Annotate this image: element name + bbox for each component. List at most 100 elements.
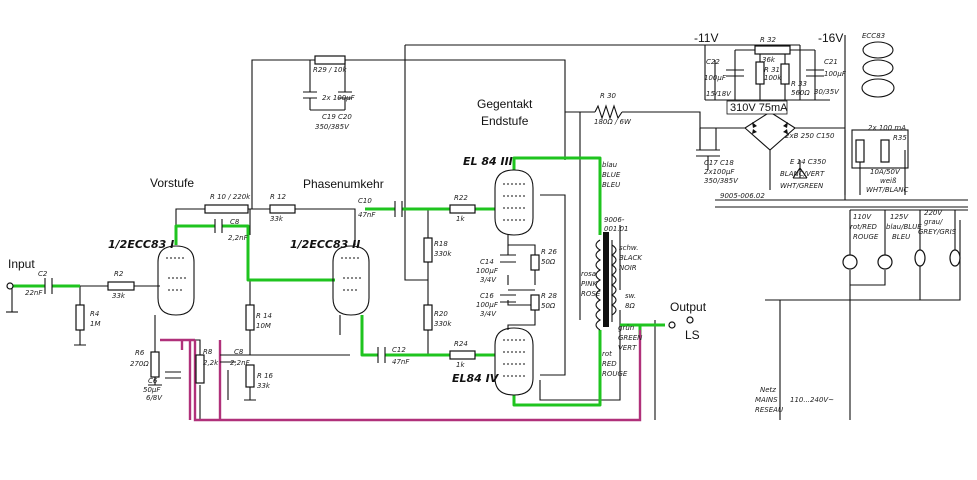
output-transformer-core [603, 232, 609, 327]
part-label: 10M [256, 322, 271, 330]
part-label: 50Ω [541, 302, 556, 310]
part-label: C12 [392, 346, 406, 354]
part-label: R24 [454, 340, 468, 348]
part-label: 8Ω [625, 302, 635, 310]
part-label: R 32 [760, 36, 777, 44]
part-label: Netz [760, 386, 776, 394]
part-label: C8 [234, 348, 244, 356]
part-label: BLANC/VERT [780, 170, 825, 178]
resistor-r24 [449, 350, 476, 360]
part-label: 2,2k [203, 359, 219, 367]
part-label: C10 [358, 197, 372, 205]
tap-1 [842, 254, 858, 270]
part-label: 30/35V [814, 88, 840, 96]
resistor-r20 [423, 304, 433, 331]
part-label: R4 [90, 310, 99, 318]
bridge-rectifier [752, 122, 788, 134]
part-label: R29 / 10k [313, 66, 347, 74]
part-label: WHT/BLANC [866, 186, 909, 194]
part-label: 3/4V [480, 310, 497, 318]
part-label: C6 [148, 377, 158, 385]
part-label: blau [602, 161, 618, 169]
part-label: R6 [135, 349, 145, 357]
part-label: R 33 [791, 80, 807, 88]
label-tube-v2: 1/2ECC83 II [290, 238, 360, 251]
part-label: 33k [112, 292, 126, 300]
part-label: R 10 / 220k [210, 193, 251, 201]
part-label: grau/ [924, 218, 943, 226]
capacitor-c14 [500, 254, 516, 263]
part-label: 1M [90, 320, 101, 328]
tap-2 [877, 254, 893, 270]
part-label: rot [602, 350, 612, 358]
part-label: E 14 C350 [790, 158, 827, 166]
tube-v1 [157, 245, 195, 316]
part-label: R 14 [256, 312, 272, 320]
resistor-r29 [314, 55, 346, 65]
part-label: 10A/50V [870, 168, 901, 176]
part-label: C8 [230, 218, 240, 226]
part-label: 220V [924, 209, 943, 217]
part-label: R20 [434, 310, 448, 318]
part-label: 36k [762, 56, 776, 64]
capacitor-c22 [726, 69, 744, 77]
part-label: 1k [456, 215, 465, 223]
part-label: blau/BLUE [886, 223, 922, 231]
capacitor-c8b [220, 354, 236, 363]
part-label: ROSE [581, 290, 601, 298]
tubes [157, 169, 534, 396]
part-label: BLUE [602, 171, 621, 179]
part-label: VERT [618, 344, 637, 352]
capacitor-c21 [806, 69, 824, 77]
part-label: 33k [257, 382, 271, 390]
part-label: C22 [706, 58, 720, 66]
labels: Input Vorstufe Phasenumkehr Gegentakt En… [8, 31, 957, 414]
part-label: 1k [456, 361, 465, 369]
fuse-1 [855, 139, 865, 163]
capacitor-c16 [500, 294, 516, 303]
part-label: 9006- [604, 216, 625, 224]
tap-3 [914, 249, 926, 267]
label-vorstufe: Vorstufe [150, 176, 194, 190]
label-endstufe: Endstufe [481, 114, 529, 128]
part-label: MAINS [755, 396, 778, 404]
part-label: 100µF [476, 267, 499, 275]
part-label: R35 [893, 134, 907, 142]
output-terminal [668, 321, 676, 329]
part-label: 270Ω [130, 360, 149, 368]
part-label: 33k [270, 215, 284, 223]
resistor-r30 [594, 104, 623, 120]
part-label: ROUGE [602, 370, 628, 378]
part-label: 22nF [25, 289, 43, 297]
part-label: 15/18V [706, 90, 732, 98]
resistor-r12 [269, 204, 296, 214]
resistor-r22 [449, 204, 476, 214]
part-label: 47nF [358, 211, 376, 219]
capacitor-c10 [394, 201, 403, 217]
part-label: C17 C18 [704, 159, 734, 167]
part-label: ROUGE [853, 233, 879, 241]
part-label: 2,2nF [230, 359, 251, 367]
part-label: 6/8V [146, 394, 163, 402]
small-tube-top [862, 41, 894, 59]
part-label: BLACK [619, 254, 643, 262]
black-wiring [6, 35, 968, 420]
hv-box [726, 100, 788, 115]
capacitor-c12 [377, 347, 386, 363]
resistor-r2 [107, 281, 135, 291]
part-label: R 30 [600, 92, 617, 100]
green-signal-path [12, 156, 665, 407]
input-terminal [6, 282, 14, 290]
label-minus-16v: -16V [818, 31, 843, 45]
label-output: Output [670, 300, 707, 314]
part-label: R18 [434, 240, 448, 248]
part-label: weiß [880, 177, 897, 185]
part-label: rot/RED [850, 223, 878, 231]
fuse-block [851, 129, 909, 169]
part-label: schw. [619, 244, 638, 252]
label-tube-v1: 1/2ECC83 I [108, 238, 174, 251]
capacitor-c8 [214, 219, 223, 233]
part-label: R 12 [270, 193, 287, 201]
resistor-r32 [754, 45, 791, 55]
